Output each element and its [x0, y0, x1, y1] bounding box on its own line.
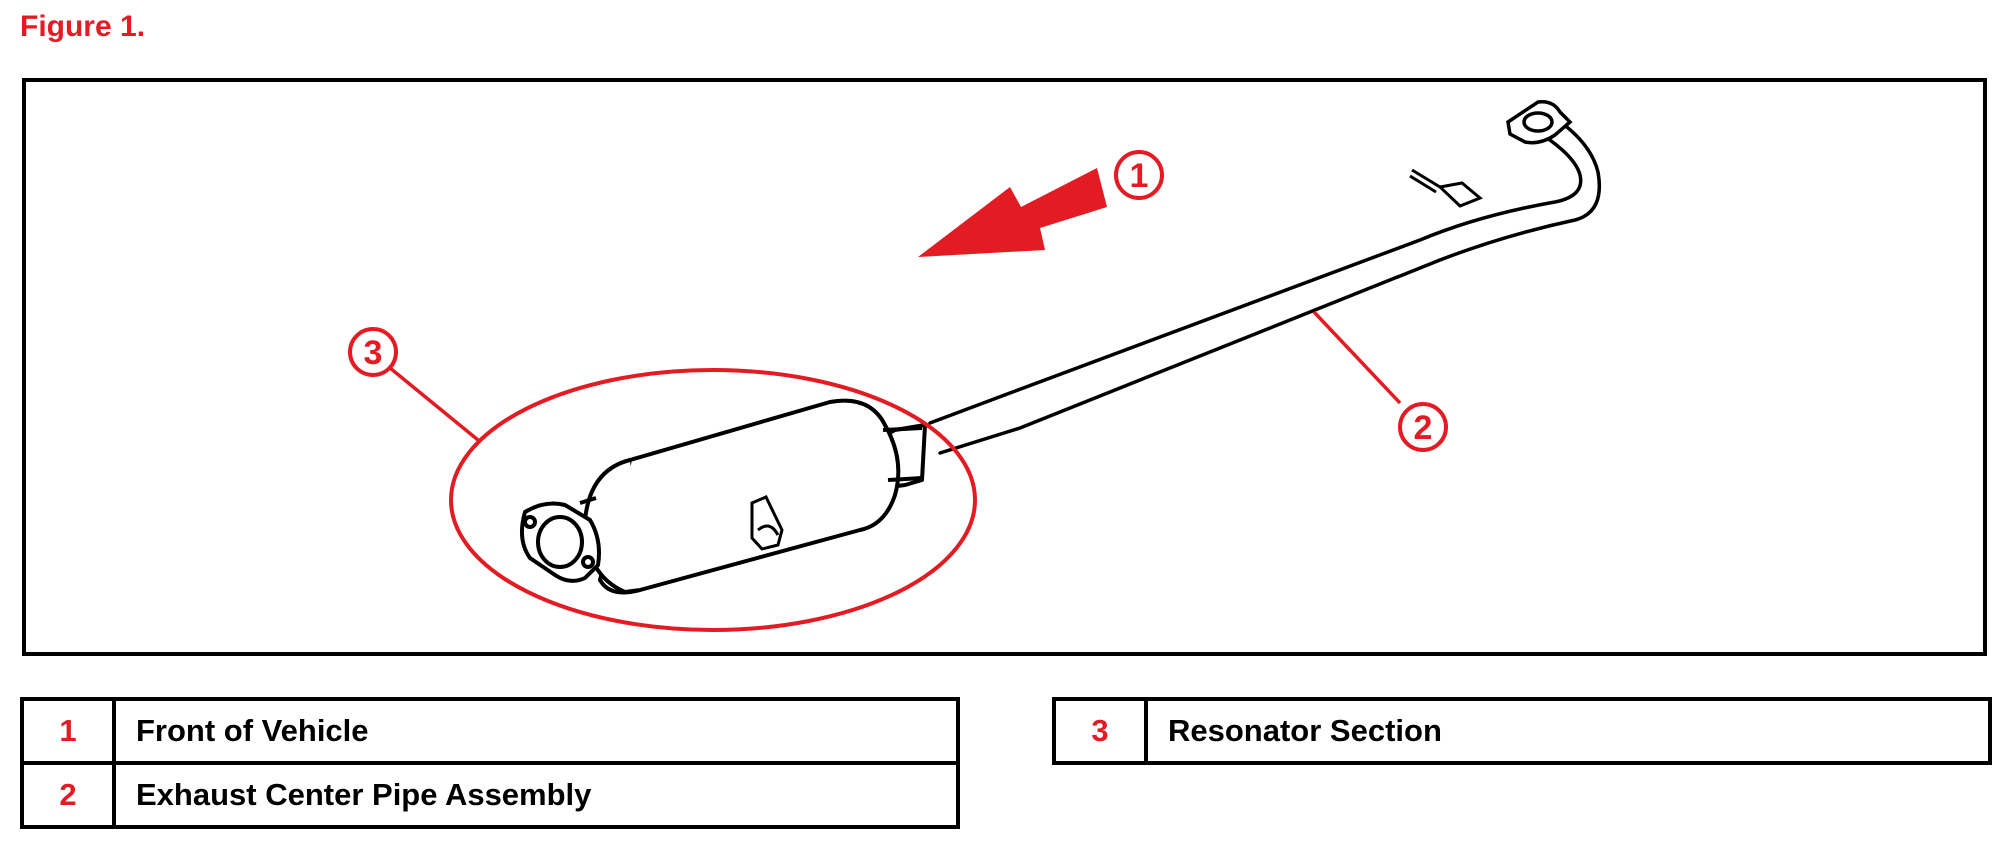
pipe-hanger-bracket — [1409, 168, 1483, 208]
legend-label: Front of Vehicle — [112, 697, 960, 765]
outlet-flange — [1506, 99, 1573, 145]
legend-row: 1 Front of Vehicle — [20, 697, 960, 765]
legend-table-left: 1 Front of Vehicle 2 Exhaust Center Pipe… — [20, 697, 960, 829]
front-of-vehicle-arrow — [918, 168, 1107, 257]
legend-label: Exhaust Center Pipe Assembly — [112, 761, 960, 829]
svg-text:3: 3 — [364, 334, 383, 372]
diagram-frame — [22, 78, 1987, 656]
resonator-hanger — [750, 495, 784, 551]
callout-3-leader — [388, 366, 480, 442]
callout-2-leader — [1312, 310, 1402, 405]
legend-number: 3 — [1052, 697, 1148, 765]
svg-text:2: 2 — [1414, 409, 1433, 447]
legend-label: Resonator Section — [1144, 697, 1992, 765]
legend-number: 1 — [20, 697, 116, 765]
legend-row: 2 Exhaust Center Pipe Assembly — [20, 761, 960, 829]
svg-text:1: 1 — [1130, 157, 1149, 195]
inlet-flange — [519, 501, 601, 583]
legend-row: 3 Resonator Section — [1052, 697, 1992, 765]
callout-2: 2 — [1398, 402, 1448, 452]
legend-number: 2 — [20, 761, 116, 829]
resonator-section-ellipse — [449, 368, 977, 632]
callout-1: 1 — [1114, 150, 1164, 200]
figure-title: Figure 1. — [20, 10, 146, 43]
callout-3: 3 — [348, 327, 398, 377]
exhaust-center-pipe — [928, 113, 1602, 455]
legend-table-right: 3 Resonator Section — [1052, 697, 1992, 765]
resonator-body — [579, 398, 927, 595]
